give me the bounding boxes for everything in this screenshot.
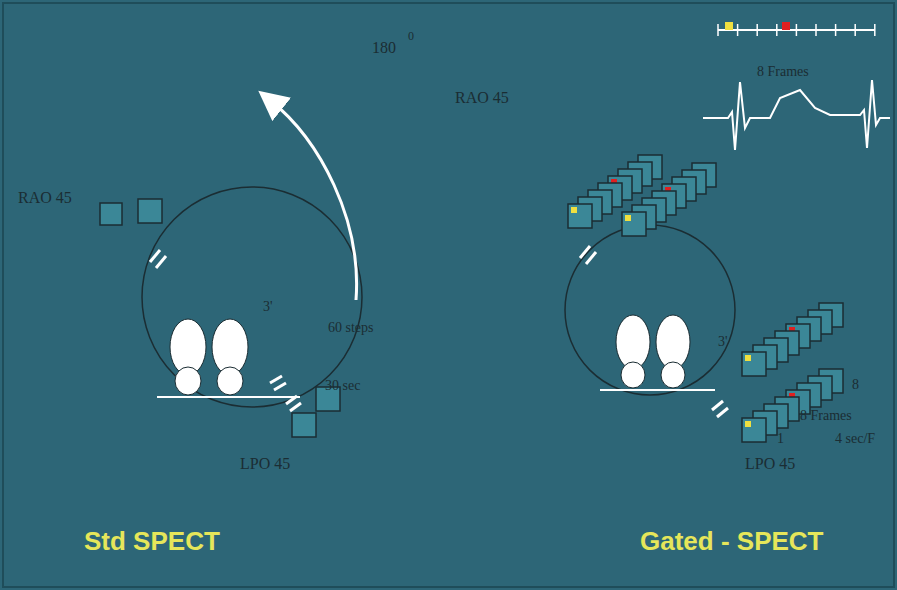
view-label: LPO 45 xyxy=(240,456,290,472)
view-label: LPO 45 xyxy=(745,456,795,472)
view-label: RAO 45 xyxy=(18,190,72,206)
step-time: 30 sec xyxy=(325,379,360,393)
radius-label: 3' xyxy=(718,335,728,349)
panel-caption: Std SPECT xyxy=(84,528,220,554)
degree-mark: 0 xyxy=(408,30,414,42)
frame-number: 8 xyxy=(852,378,859,392)
radius-label: 3' xyxy=(263,300,273,314)
panel-caption: Gated - SPECT xyxy=(640,528,823,554)
arc-label: 180 xyxy=(372,40,396,56)
view-label: RAO 45 xyxy=(455,90,509,106)
step-count: 60 steps xyxy=(328,321,374,335)
frame-time: 4 sec/F xyxy=(835,432,875,446)
frame-count: 8 Frames xyxy=(757,65,809,79)
frame-count: 8 Frames xyxy=(800,409,852,423)
frame-number: 1 xyxy=(777,432,784,446)
